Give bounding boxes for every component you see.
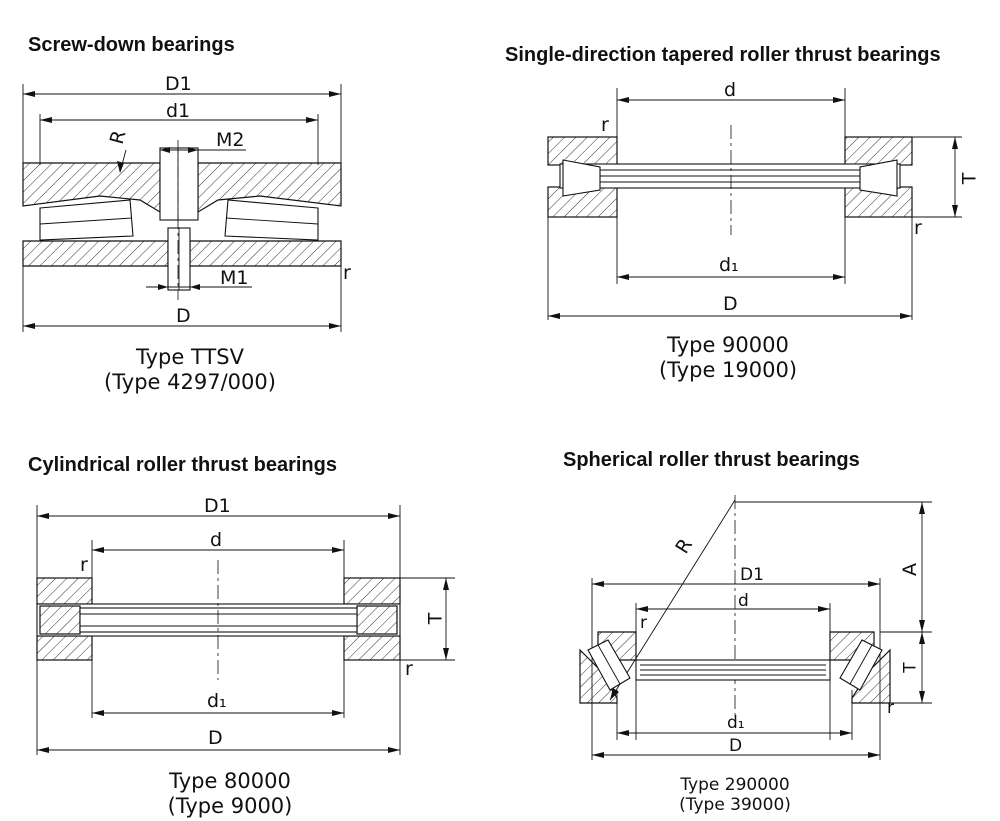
- dim-label-d1: d₁: [727, 713, 745, 733]
- dim-label-r-top: r: [80, 554, 88, 576]
- dim-label-D: D: [723, 293, 738, 315]
- section-title-spherical: Spherical roller thrust bearings: [563, 449, 860, 471]
- dim-label-M1: M1: [220, 267, 249, 289]
- dim-label-T: T: [958, 172, 981, 185]
- caption-line-1: Type 290000: [680, 775, 790, 795]
- dim-label-D1: D1: [740, 565, 764, 585]
- dim-label-T: T: [900, 662, 921, 673]
- caption-line-1: Type 90000: [667, 333, 789, 357]
- dim-label-r: r: [343, 262, 351, 284]
- caption-type: Type 90000 (Type 19000): [578, 333, 878, 383]
- dim-label-D: D: [176, 305, 191, 327]
- caption-line-2: (Type 4297/000): [104, 370, 276, 394]
- tapered-roller-thrust-bearing-drawing: [547, 88, 962, 320]
- cylindrical-roller-thrust-bearing-drawing: [36, 505, 455, 755]
- dim-label-A: A: [899, 563, 921, 576]
- screw-down-bearing-drawing: [22, 84, 342, 332]
- dim-label-r-bottom: r: [405, 658, 413, 680]
- caption-type: Type TTSV (Type 4297/000): [40, 345, 340, 395]
- dim-label-r-top: r: [640, 613, 647, 633]
- caption-type: Type 290000 (Type 39000): [585, 775, 885, 815]
- dim-label-D: D: [208, 727, 223, 749]
- spherical-roller-thrust-bearing-drawing: [579, 495, 932, 760]
- dim-label-d1: d1: [166, 100, 191, 122]
- dim-label-d1: d₁: [207, 690, 227, 712]
- section-title-tapered: Single-direction tapered roller thrust b…: [505, 44, 941, 66]
- dim-label-D1: D1: [204, 495, 231, 517]
- caption-line-1: Type TTSV: [136, 345, 244, 369]
- dim-label-d: d: [724, 79, 737, 101]
- caption-line-2: (Type 19000): [658, 358, 798, 382]
- dim-label-r-bottom: r: [914, 217, 922, 239]
- dim-label-d1: d₁: [719, 254, 739, 276]
- caption-line-2: (Type 9000): [167, 794, 293, 818]
- caption-line-2: (Type 39000): [679, 795, 791, 815]
- dim-label-d: d: [738, 591, 749, 611]
- dim-label-M2: M2: [216, 129, 245, 151]
- section-title-cylindrical: Cylindrical roller thrust bearings: [28, 454, 337, 476]
- dim-label-r-top: r: [601, 114, 609, 136]
- caption-line-1: Type 80000: [169, 769, 291, 793]
- section-title-screw-down: Screw-down bearings: [28, 34, 235, 56]
- dim-label-T: T: [424, 612, 447, 625]
- dim-label-r-bottom: r: [887, 698, 894, 718]
- dim-label-d: d: [210, 529, 223, 551]
- dim-label-D: D: [729, 736, 743, 756]
- dim-label-D1: D1: [165, 73, 192, 95]
- caption-type: Type 80000 (Type 9000): [80, 769, 380, 819]
